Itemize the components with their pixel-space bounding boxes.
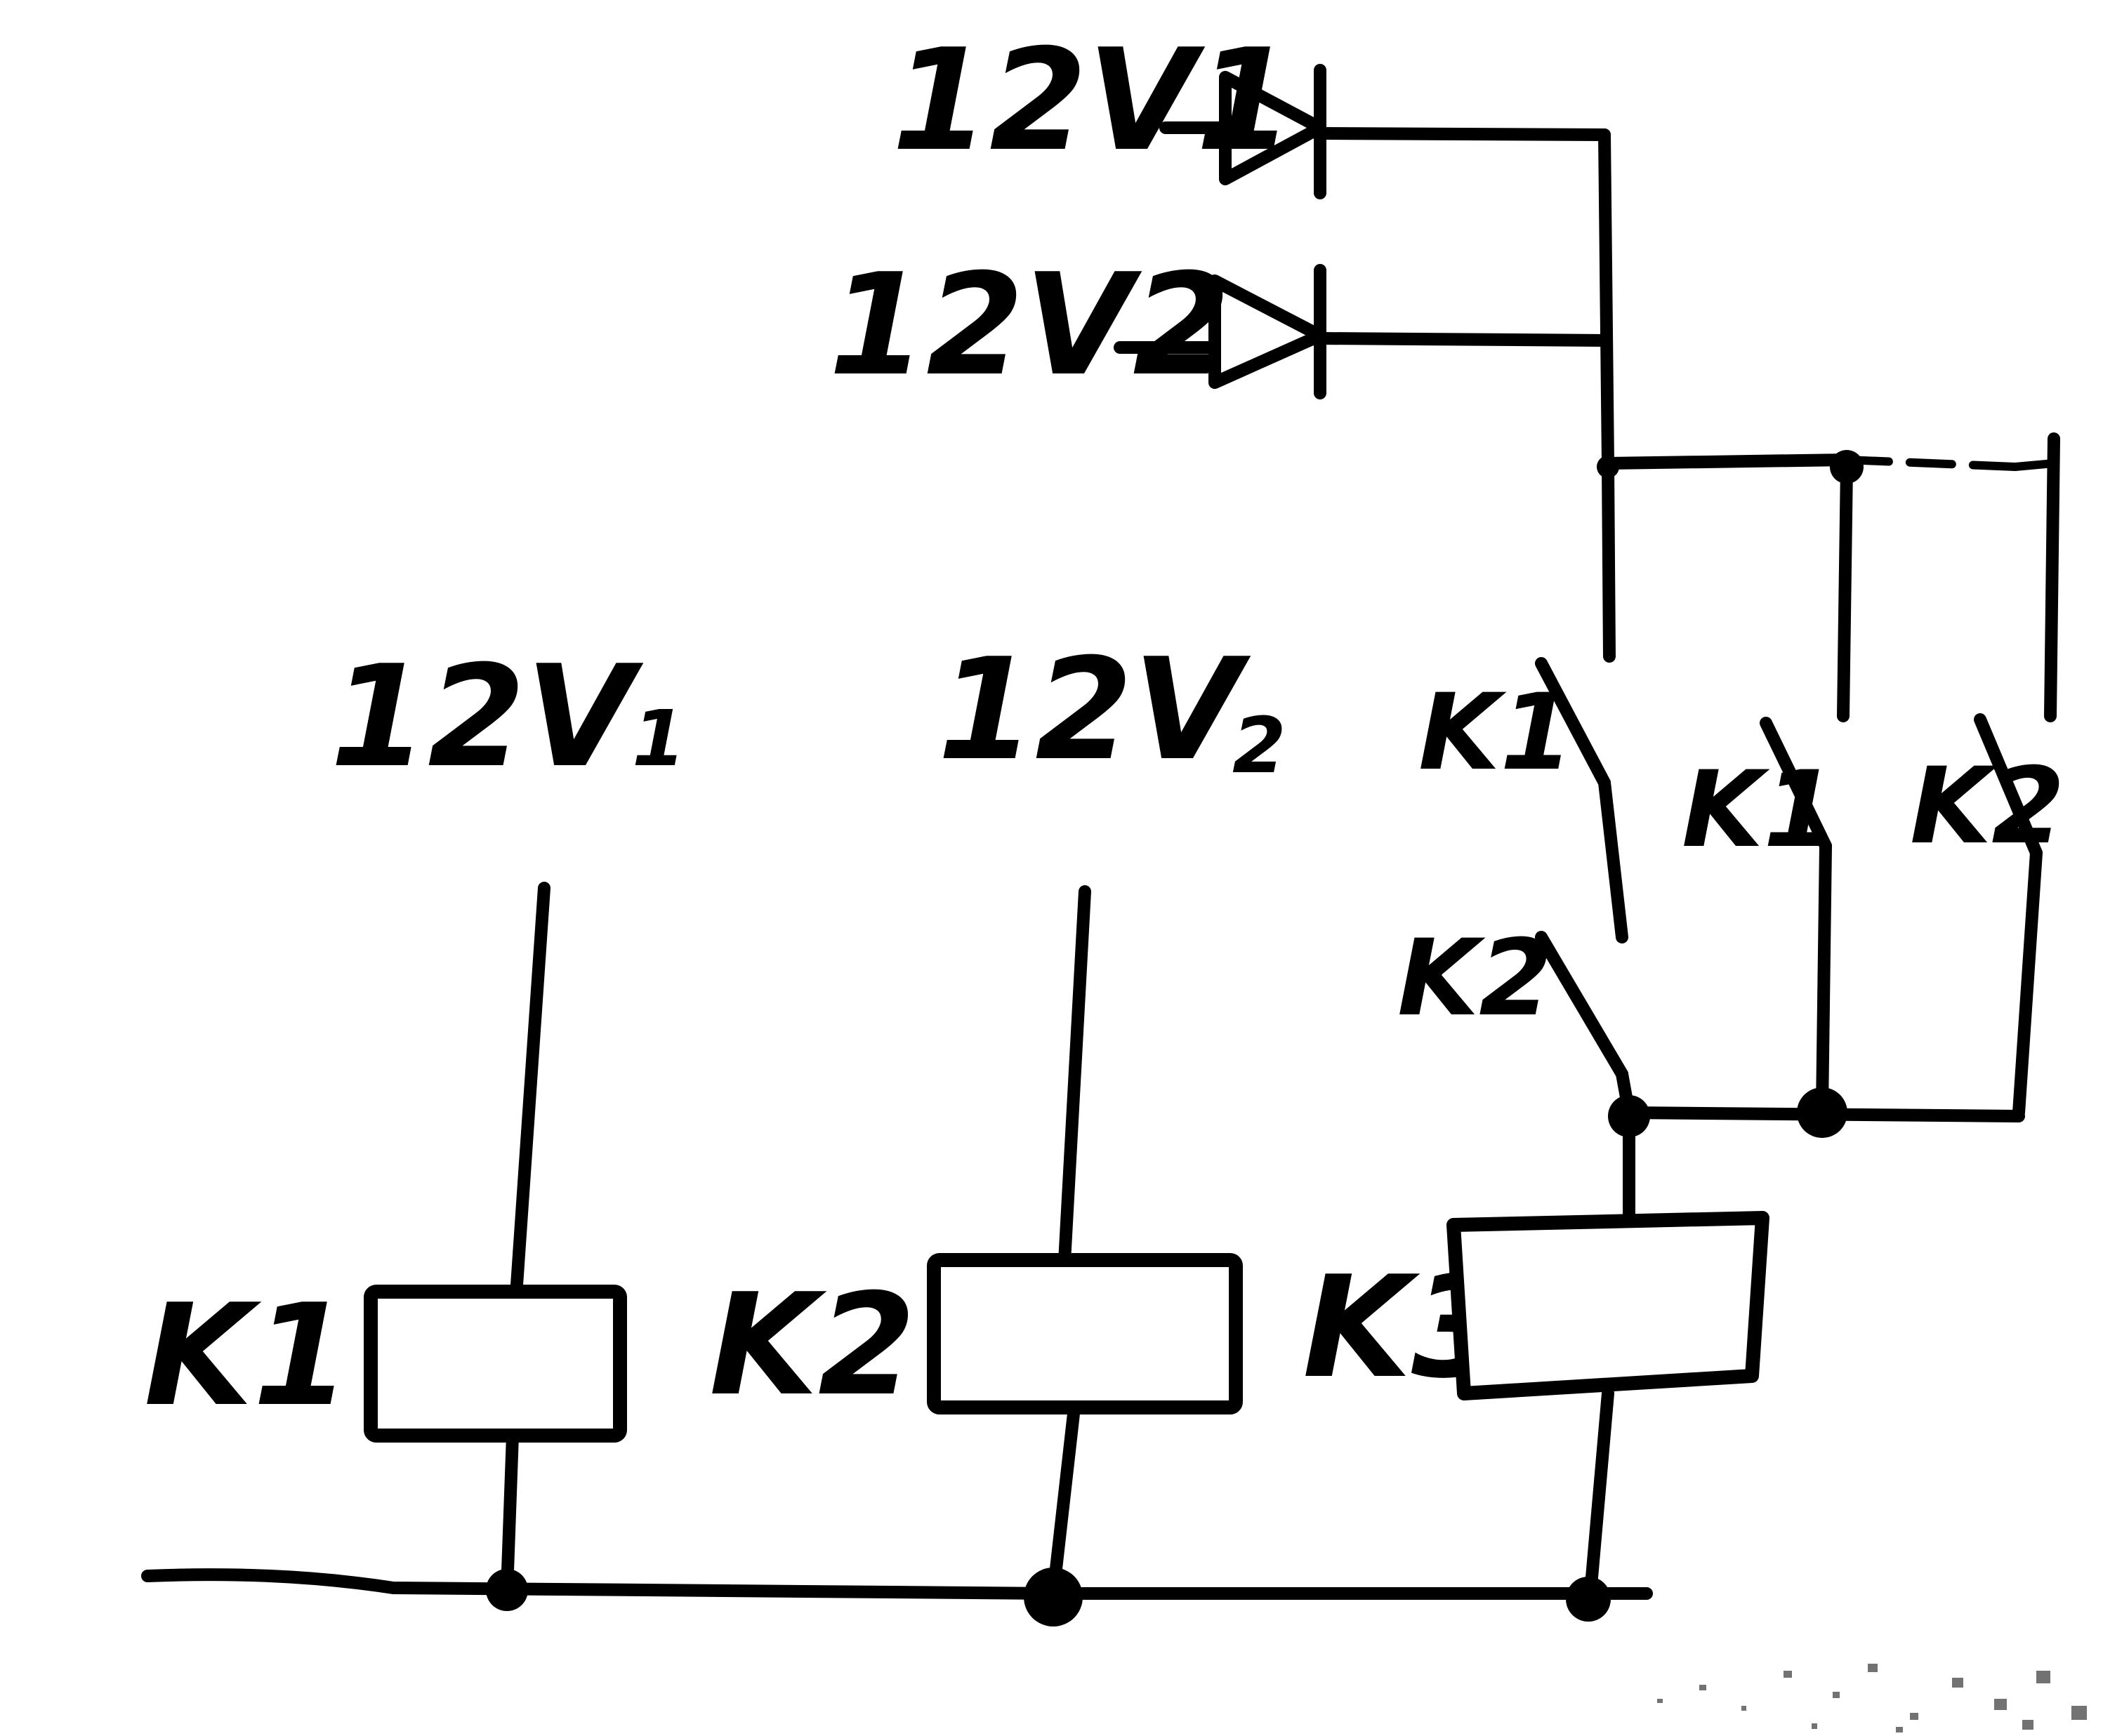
branch-2-supply-subscript: 2 — [1232, 701, 1286, 790]
coil-k2 — [927, 1253, 1243, 1414]
diode-1-output-wire — [1314, 127, 1611, 141]
ground-node-2 — [1024, 1568, 1083, 1626]
coil-k2-label: K2 — [709, 1264, 916, 1427]
branch-1-supply-subscript: 1 — [632, 694, 686, 783]
diode-2-icon — [1208, 264, 1326, 399]
supply-input-1-label: 12V1 — [892, 19, 1293, 183]
diode-2-output-wire — [1314, 332, 1613, 347]
contact-k1-right: K1 — [1682, 717, 1837, 1115]
branch-1: 12V 1 K1 — [144, 635, 686, 1596]
branch-2-supply-wire — [1057, 885, 1091, 1280]
coil-k1 — [364, 1285, 627, 1443]
ground-node-1 — [486, 1569, 528, 1611]
contact-k2-left: K2 — [1397, 917, 1635, 1119]
k3-ground-wire — [1584, 1387, 1614, 1600]
coil-k3 — [1446, 1211, 1769, 1400]
supply-input-1: 12V1 — [892, 19, 1611, 199]
contact-k2-left-label: K2 — [1397, 917, 1552, 1040]
contact-k1-left: K1 — [1418, 657, 1628, 943]
branch-2-ground-wire — [1047, 1401, 1081, 1600]
coil-k1-label: K1 — [144, 1274, 350, 1438]
branch-2: 12V 2 K2 — [709, 628, 1286, 1600]
junction-node-k3-mid — [1797, 1087, 1847, 1138]
branch-1-supply-label: 12V — [330, 635, 643, 799]
branch-2-supply-label: 12V — [937, 628, 1251, 792]
ground-bus — [141, 1568, 1653, 1626]
k3-feed-bus — [1608, 1087, 2025, 1235]
diode-or-bus — [1597, 128, 2060, 722]
scan-noise — [1657, 1664, 2087, 1732]
contact-k2-right: K2 — [1910, 713, 2065, 1119]
supply-input-2-label: 12V2 — [829, 244, 1230, 407]
supply-input-2: 12V2 — [829, 244, 1613, 407]
ground-node-3 — [1566, 1577, 1611, 1622]
branch-1-ground-wire — [501, 1429, 519, 1596]
branch-1-supply-wire — [510, 882, 551, 1301]
contact-k1-left-label: K1 — [1418, 672, 1574, 794]
relay-k3: K3 — [1303, 1211, 1769, 1600]
